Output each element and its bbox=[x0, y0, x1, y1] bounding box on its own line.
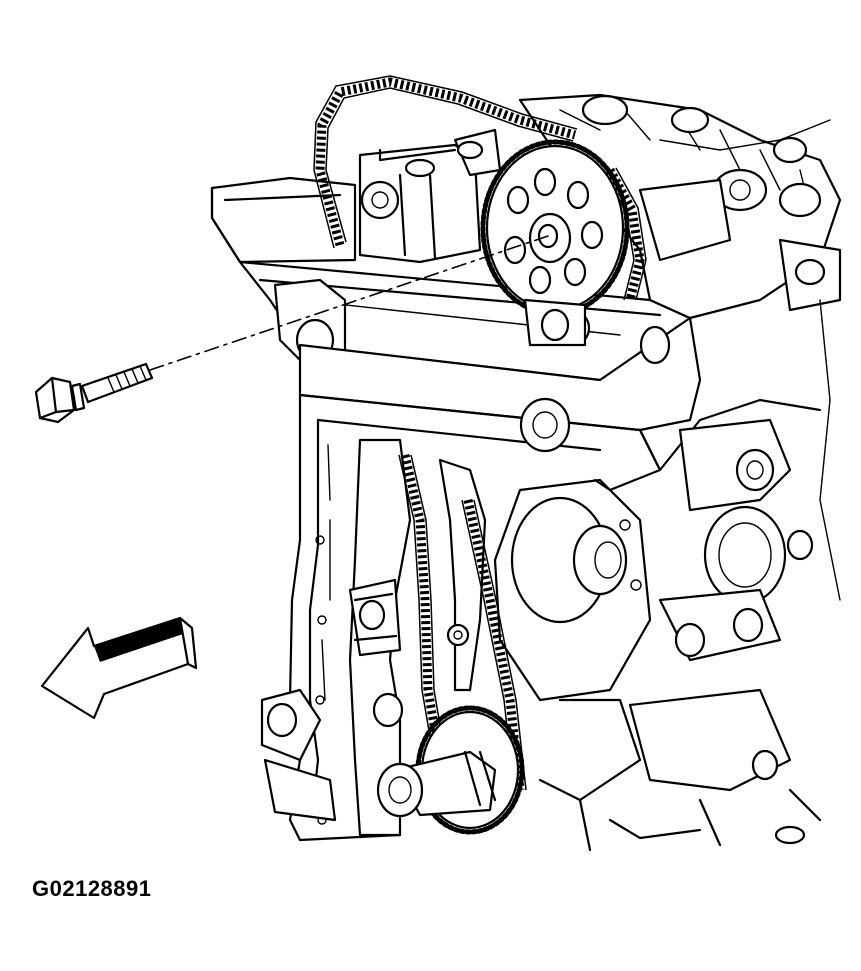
crankshaft-sprocket-icon bbox=[376, 705, 525, 835]
engine-front-arrow-icon bbox=[40, 616, 198, 720]
sprocket-bolt-icon bbox=[34, 235, 549, 424]
engine-block-right bbox=[493, 119, 841, 852]
lower-timing-chain bbox=[398, 453, 527, 791]
figure-id-label: G02128891 bbox=[32, 876, 152, 901]
chain-tensioner-icon bbox=[348, 578, 402, 657]
camshaft-bearing-cap bbox=[358, 128, 502, 264]
camshaft-sprocket-icon bbox=[480, 139, 630, 317]
